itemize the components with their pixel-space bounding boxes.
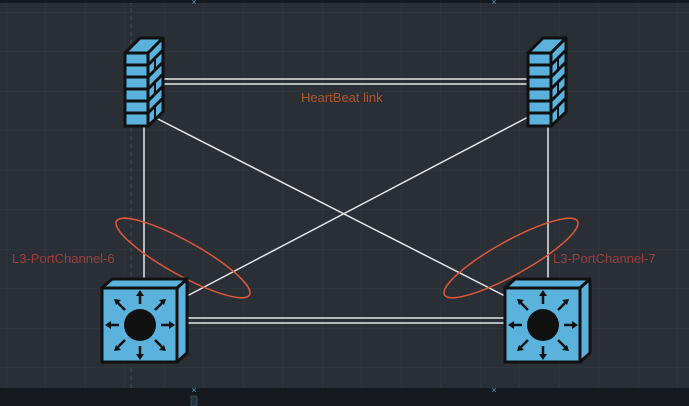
port-channel-6-ellipse[interactable] — [108, 206, 257, 309]
handle-marker-icon[interactable]: × — [191, 0, 196, 7]
link-fw-right-sw-left[interactable] — [186, 115, 531, 297]
firewall-icon[interactable] — [526, 36, 568, 128]
firewall-icon[interactable] — [123, 36, 165, 128]
handle-marker-icon[interactable]: × — [491, 0, 496, 7]
scroll-handle[interactable] — [190, 395, 198, 406]
port-channel-6-label[interactable]: L3-PortChannel-6 — [12, 251, 115, 266]
handle-marker-icon[interactable]: × — [491, 385, 496, 395]
link-fw-left-sw-right[interactable] — [151, 115, 506, 297]
port-channel-7-ellipse[interactable] — [436, 206, 585, 309]
top-ruler — [0, 0, 689, 3]
heartbeat-link-label[interactable]: HeartBeat link — [301, 90, 383, 105]
port-channel-7-label[interactable]: L3-PortChannel-7 — [553, 251, 656, 266]
bottom-ruler — [0, 388, 689, 406]
layer3-switch-icon[interactable] — [503, 277, 592, 364]
layer3-switch-icon[interactable] — [100, 277, 189, 364]
handle-marker-icon[interactable]: × — [191, 385, 196, 395]
